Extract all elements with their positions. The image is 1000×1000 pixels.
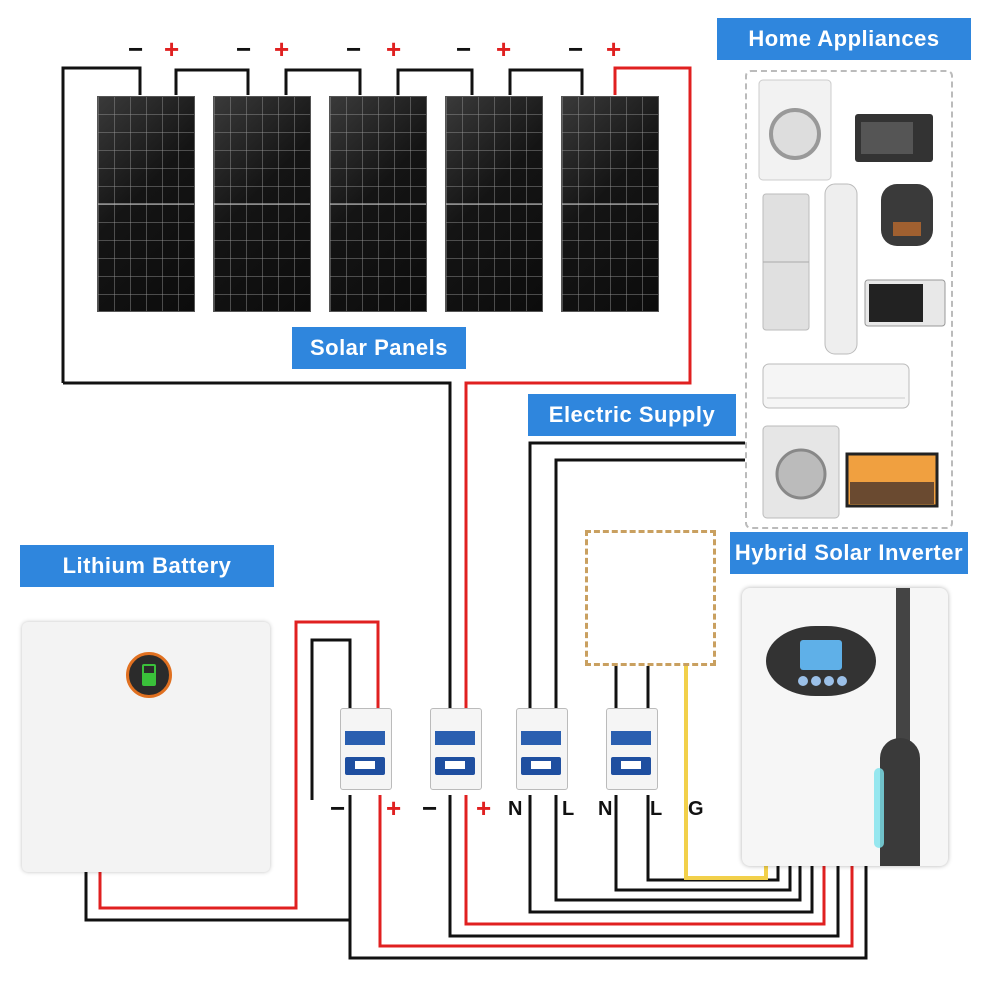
- panel-minus-sign: −: [236, 34, 252, 64]
- circuit-breaker[interactable]: [340, 708, 392, 790]
- solar-panel: [445, 96, 543, 312]
- panel-series-wire: [284, 68, 362, 95]
- electric-supply-label: Electric Supply: [528, 394, 736, 436]
- inv-wire: [528, 795, 814, 914]
- panel-plus-sign: +: [274, 34, 290, 64]
- home-appliances-panel: [745, 70, 953, 529]
- panel-minus-sign: −: [568, 34, 584, 64]
- neutral-terminal: N: [598, 798, 613, 820]
- inv-wire: [448, 795, 840, 938]
- inv-wire: [614, 795, 792, 892]
- battery-level-icon: [126, 652, 172, 698]
- oven-icon: [855, 114, 933, 162]
- rice-cooker-icon: [881, 184, 933, 246]
- live-terminal: L: [650, 798, 663, 820]
- panel-plus-sign: +: [606, 34, 622, 64]
- ground-terminal: G: [688, 798, 704, 820]
- solar-plus-terminal: +: [476, 793, 492, 823]
- battery-minus-terminal: −: [330, 793, 346, 823]
- panel-series-wire: [396, 68, 474, 95]
- supply-wire: [528, 441, 745, 712]
- inverter-light: [874, 768, 884, 848]
- inv-wire: [348, 795, 868, 960]
- utility-grid-box: [585, 530, 716, 666]
- panel-plus-sign: +: [164, 34, 180, 64]
- panel-minus-sign: −: [456, 34, 472, 64]
- panel-minus-sign: −: [128, 34, 144, 64]
- inverter-trim: [880, 738, 920, 866]
- television-icon: [845, 452, 939, 508]
- inverter-lcd-screen: [800, 640, 842, 670]
- panel-plus-sign: +: [386, 34, 402, 64]
- microwave-icon: [864, 279, 946, 327]
- appliances-illustration: [758, 79, 946, 519]
- solar-panel: [329, 96, 427, 312]
- inv-wire: [554, 795, 802, 902]
- supply-wire: [554, 458, 745, 712]
- panel-series-wire: [174, 68, 250, 95]
- hybrid-solar-inverter: [742, 588, 948, 866]
- hybrid-inverter-label: Hybrid Solar Inverter: [730, 532, 968, 574]
- live-terminal: L: [562, 798, 575, 820]
- panel-series-wire: [61, 66, 142, 383]
- battery-bottom-positive: [98, 800, 298, 910]
- panel-minus-sign: −: [346, 34, 362, 64]
- wall-air-conditioner-icon: [762, 363, 910, 409]
- panel-series-wire: [508, 68, 584, 95]
- inverter-control-panel: [766, 626, 876, 696]
- solar-minus-terminal: −: [422, 793, 438, 823]
- lithium-battery-label: Lithium Battery: [20, 545, 274, 587]
- circuit-breaker[interactable]: [516, 708, 568, 790]
- solar-negative-wire: [63, 381, 452, 712]
- battery-negative-wire: [310, 638, 352, 800]
- washing-machine-icon: [758, 79, 832, 181]
- solar-panels-label: Solar Panels: [292, 327, 466, 369]
- inv-wire: [464, 795, 826, 926]
- home-appliances-label: Home Appliances: [717, 18, 971, 60]
- battery-positive-wire: [294, 620, 380, 800]
- neutral-terminal: N: [508, 798, 523, 820]
- fridge-icon: [762, 193, 810, 331]
- solar-panel: [561, 96, 659, 312]
- ground-wire: [684, 660, 768, 880]
- circuit-breaker[interactable]: [430, 708, 482, 790]
- lithium-battery: [22, 622, 270, 872]
- circuit-breaker[interactable]: [606, 708, 658, 790]
- panel-plus-sign: +: [496, 34, 512, 64]
- air-conditioner-tower-icon: [824, 183, 858, 355]
- solar-positive-wire: [464, 66, 692, 712]
- front-loader-icon: [762, 425, 840, 519]
- solar-panel: [213, 96, 311, 312]
- battery-plus-terminal: +: [386, 793, 402, 823]
- inverter-buttons[interactable]: [798, 676, 850, 688]
- solar-panel: [97, 96, 195, 312]
- inv-wire: [378, 795, 854, 948]
